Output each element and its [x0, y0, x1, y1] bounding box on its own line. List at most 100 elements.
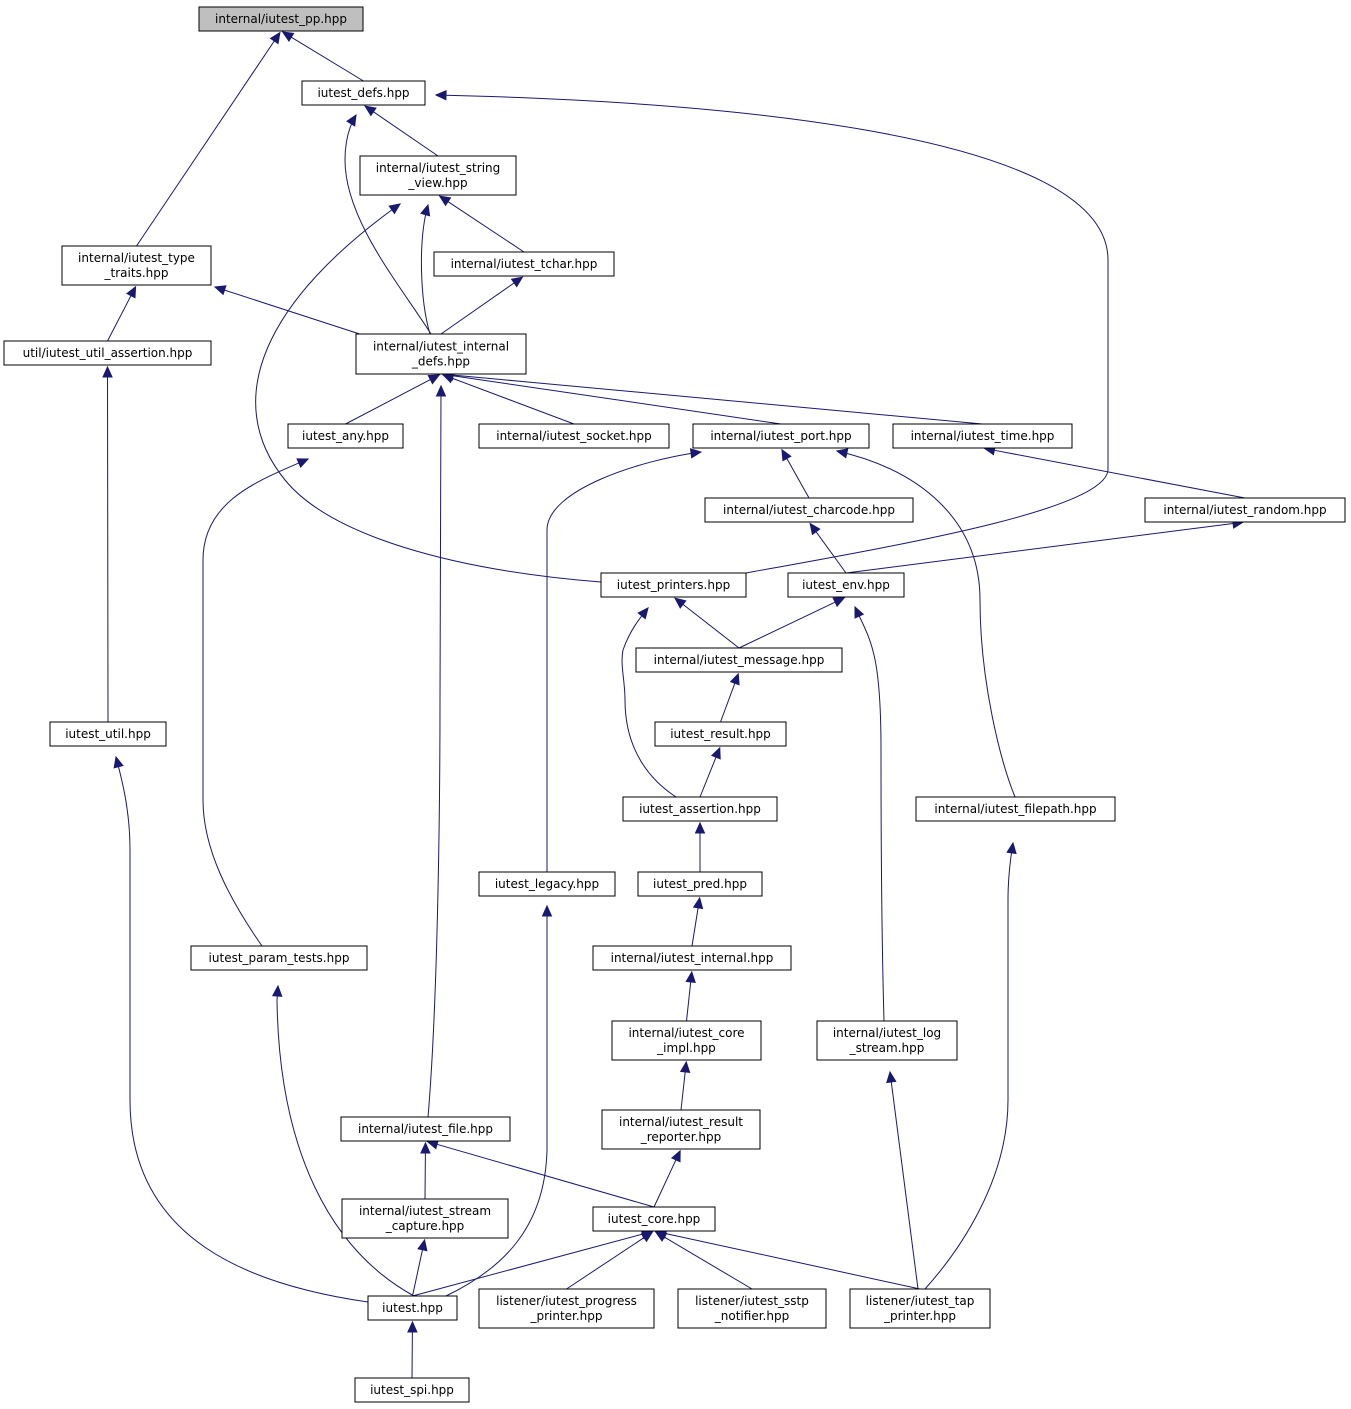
node-ua[interactable]: util/iutest_util_assertion.hpp: [3, 340, 212, 366]
edge-line: [993, 449, 1246, 499]
node-message[interactable]: internal/iutest_message.hpp: [635, 647, 843, 673]
node-capture[interactable]: internal/iutest_stream_capture.hpp: [341, 1198, 509, 1239]
edge-sv-to-defs: [364, 105, 439, 157]
node-defs[interactable]: iutest_defs.hpp: [301, 80, 426, 106]
node-box: [654, 721, 787, 747]
node-label: iutest_printers.hpp: [617, 578, 730, 592]
node-any[interactable]: iutest_any.hpp: [287, 423, 404, 449]
edge-line: [136, 39, 276, 247]
node-label: internal/iutest_stream: [359, 1204, 491, 1218]
nodes-layer: internal/iutest_pp.hppiutest_defs.hppint…: [3, 6, 1346, 1403]
edge-idefs-to-sv: [420, 203, 431, 335]
edge-arrowhead: [271, 984, 283, 997]
node-reporter[interactable]: internal/iutest_result_reporter.hpp: [601, 1109, 761, 1150]
edge-arrowhead: [637, 607, 649, 620]
node-label: _defs.hpp: [411, 355, 470, 369]
node-label: internal/iutest_log: [833, 1026, 941, 1040]
node-label: iutest_result.hpp: [670, 727, 771, 741]
node-socket[interactable]: internal/iutest_socket.hpp: [478, 423, 670, 449]
edge-iutest-to-util: [113, 755, 369, 1303]
edge-line: [664, 1232, 921, 1290]
node-tap[interactable]: listener/iutest_tap_printer.hpp: [849, 1288, 991, 1329]
edge-ua-to-tt: [107, 285, 137, 342]
node-tchar[interactable]: internal/iutest_tchar.hpp: [433, 251, 615, 277]
node-label: _stream.hpp: [849, 1041, 925, 1055]
node-box: [340, 1116, 511, 1142]
node-progress[interactable]: listener/iutest_progress_printer.hpp: [478, 1288, 655, 1329]
edge-line: [663, 1236, 753, 1290]
node-label: _impl.hpp: [656, 1041, 716, 1055]
node-port[interactable]: internal/iutest_port.hpp: [692, 423, 870, 449]
node-label: iutest_spi.hpp: [370, 1383, 454, 1397]
node-legacy[interactable]: iutest_legacy.hpp: [478, 871, 616, 897]
edge-arrowhead: [388, 203, 401, 215]
edge-line: [691, 906, 699, 947]
edge-env-to-charcode: [809, 522, 847, 574]
node-label: internal/iutest_time.hpp: [911, 429, 1055, 443]
node-spi[interactable]: iutest_spi.hpp: [354, 1377, 470, 1403]
node-label: listener/iutest_sstp: [695, 1294, 809, 1308]
edge-line: [889, 1071, 919, 1290]
node-util[interactable]: iutest_util.hpp: [49, 721, 167, 747]
node-core[interactable]: iutest_core.hpp: [592, 1206, 716, 1232]
edge-filepath-to-port: [835, 448, 1016, 798]
node-box: [692, 423, 870, 449]
edge-line: [451, 374, 983, 425]
node-sv[interactable]: internal/iutest_string_view.hpp: [359, 155, 517, 196]
node-pred[interactable]: iutest_pred.hpp: [637, 871, 763, 897]
node-label: _printer.hpp: [529, 1309, 602, 1323]
node-filepath[interactable]: internal/iutest_filepath.hpp: [915, 796, 1116, 822]
edge-idefs-to-defs: [344, 113, 432, 335]
edge-iutest-to-legacy: [445, 904, 553, 1297]
node-env[interactable]: iutest_env.hpp: [787, 572, 905, 598]
edge-arrowhead: [438, 195, 452, 207]
node-label: _printer.hpp: [883, 1309, 956, 1323]
node-tt[interactable]: internal/iutest_type_traits.hpp: [61, 245, 212, 286]
node-label: iutest_param_tests.hpp: [209, 951, 350, 965]
node-idefs[interactable]: internal/iutest_internal_defs.hpp: [355, 333, 527, 375]
node-label: iutest_assertion.hpp: [639, 802, 761, 816]
edge-arrowhead: [417, 1238, 428, 1252]
node-random[interactable]: internal/iutest_random.hpp: [1144, 497, 1346, 523]
edge-any-to-idefs: [345, 374, 441, 425]
node-box: [301, 80, 426, 106]
edge-tchar-to-sv: [438, 195, 525, 253]
node-box: [592, 1206, 716, 1232]
node-param[interactable]: iutest_param_tests.hpp: [190, 945, 368, 971]
edge-spi-to-iutest: [407, 1320, 418, 1379]
edge-line: [445, 906, 548, 1297]
node-iutest[interactable]: iutest.hpp: [367, 1295, 458, 1321]
node-label: _notifier.hpp: [714, 1309, 789, 1323]
edge-line: [420, 204, 431, 335]
edge-line: [680, 1070, 686, 1111]
edge-line: [566, 1236, 646, 1290]
node-box: [677, 1288, 827, 1329]
edge-file-to-idefs: [427, 384, 447, 1118]
edge-line: [345, 378, 432, 425]
node-coreimpl[interactable]: internal/iutest_core_impl.hpp: [611, 1020, 762, 1061]
node-logstream[interactable]: internal/iutest_log_stream.hpp: [816, 1020, 958, 1061]
node-label: iutest_legacy.hpp: [495, 877, 599, 891]
node-internal[interactable]: internal/iutest_internal.hpp: [592, 945, 792, 971]
edge-line: [412, 1248, 424, 1297]
edge-arrowhead: [213, 285, 227, 296]
edge-arrowhead: [674, 597, 687, 609]
edge-arrowhead: [434, 89, 447, 101]
edge-arrowhead: [541, 904, 553, 917]
edge-arrowhead: [781, 448, 792, 462]
node-box: [341, 1198, 509, 1239]
edge-tt-to-pp: [136, 31, 281, 247]
edge-random-to-time: [983, 445, 1246, 499]
node-result[interactable]: iutest_result.hpp: [654, 721, 787, 747]
node-charcode[interactable]: internal/iutest_charcode.hpp: [704, 497, 914, 523]
edge-arrowhead: [420, 203, 431, 217]
node-sstp[interactable]: listener/iutest_sstp_notifier.hpp: [677, 1288, 827, 1329]
node-printers[interactable]: iutest_printers.hpp: [600, 572, 747, 598]
node-box: [478, 423, 670, 449]
edge-line: [115, 756, 369, 1303]
node-time[interactable]: internal/iutest_time.hpp: [892, 423, 1073, 449]
edge-line: [435, 94, 1109, 574]
node-assertion[interactable]: iutest_assertion.hpp: [622, 796, 778, 822]
edge-line: [924, 842, 1014, 1290]
node-file[interactable]: internal/iutest_file.hpp: [340, 1116, 511, 1142]
